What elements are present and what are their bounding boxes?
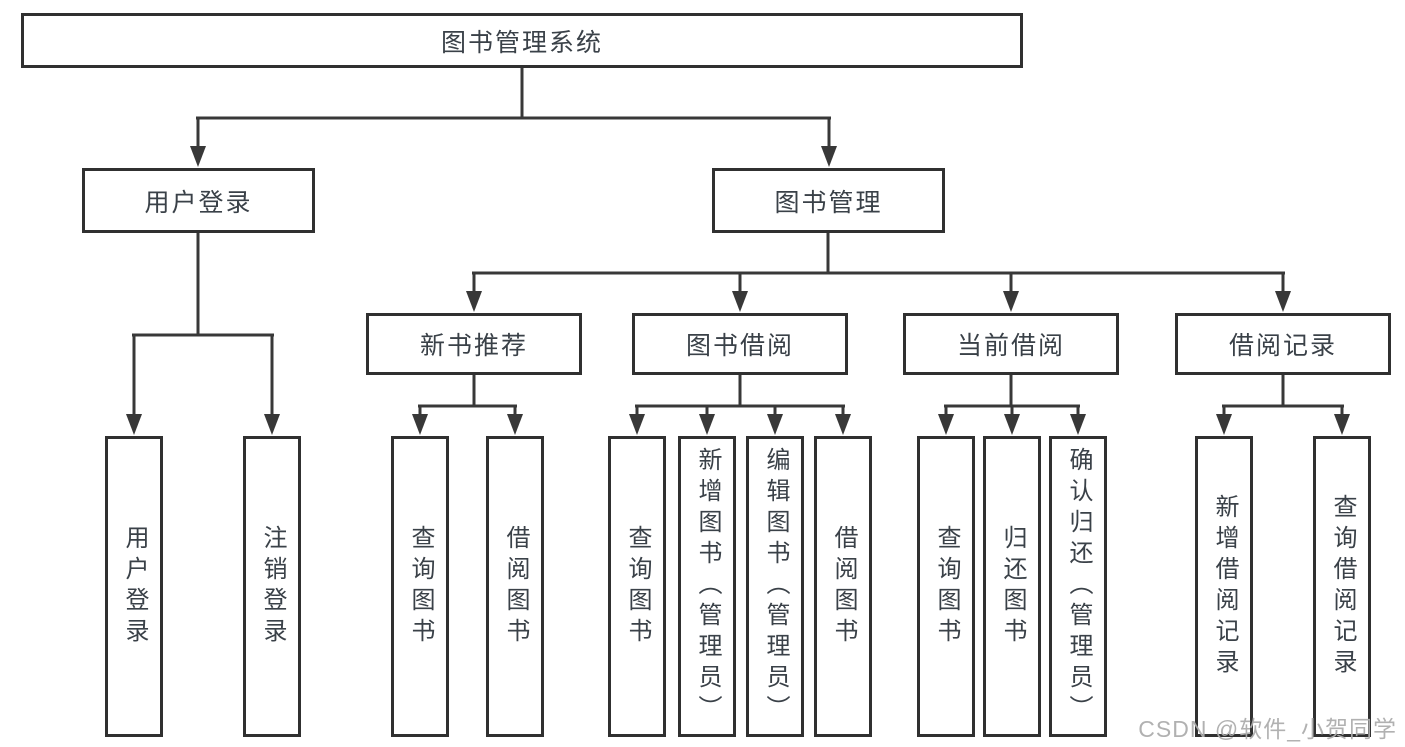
node-borrow-record: 借阅记录 <box>1175 313 1391 375</box>
node-new-book-recommend: 新书推荐 <box>366 313 582 375</box>
node-current-borrow: 当前借阅 <box>903 313 1119 375</box>
leaf-borrow-borrow-label: 借阅图书 <box>830 524 857 649</box>
leaf-borrow-add-admin-label: 新增图书（管理员） <box>694 447 721 726</box>
leaf-borrow-edit-admin: 编辑图书（管理员） <box>746 436 804 737</box>
leaf-borrow-edit-admin-label: 编辑图书（管理员） <box>762 447 789 726</box>
leaf-newbook-query: 查询图书 <box>391 436 449 737</box>
leaf-current-query-label: 查询图书 <box>933 524 960 649</box>
node-book-management: 图书管理 <box>712 168 945 233</box>
leaf-user-login-label: 用户登录 <box>121 524 148 649</box>
leaf-current-return: 归还图书 <box>983 436 1041 737</box>
leaf-borrow-add-admin: 新增图书（管理员） <box>678 436 736 737</box>
leaf-logout: 注销登录 <box>243 436 301 737</box>
leaf-current-query: 查询图书 <box>917 436 975 737</box>
leaf-user-login: 用户登录 <box>105 436 163 737</box>
leaf-record-query-label: 查询借阅记录 <box>1329 493 1356 680</box>
leaf-record-add-label: 新增借阅记录 <box>1211 493 1238 680</box>
leaf-newbook-borrow-label: 借阅图书 <box>502 524 529 649</box>
leaf-record-query: 查询借阅记录 <box>1313 436 1371 737</box>
leaf-newbook-query-label: 查询图书 <box>407 524 434 649</box>
leaf-record-add: 新增借阅记录 <box>1195 436 1253 737</box>
node-root: 图书管理系统 <box>21 13 1023 68</box>
leaf-logout-label: 注销登录 <box>259 524 286 649</box>
leaf-current-confirm-admin-label: 确认归还（管理员） <box>1065 447 1092 726</box>
node-user-login: 用户登录 <box>82 168 315 233</box>
leaf-borrow-query: 查询图书 <box>608 436 666 737</box>
leaf-newbook-borrow: 借阅图书 <box>486 436 544 737</box>
node-book-borrow: 图书借阅 <box>632 313 848 375</box>
leaf-current-confirm-admin: 确认归还（管理员） <box>1049 436 1107 737</box>
csdn-watermark: CSDN @软件_小贺同学 <box>1138 716 1397 742</box>
leaf-borrow-query-label: 查询图书 <box>624 524 651 649</box>
leaf-current-return-label: 归还图书 <box>999 524 1026 649</box>
leaf-borrow-borrow: 借阅图书 <box>814 436 872 737</box>
